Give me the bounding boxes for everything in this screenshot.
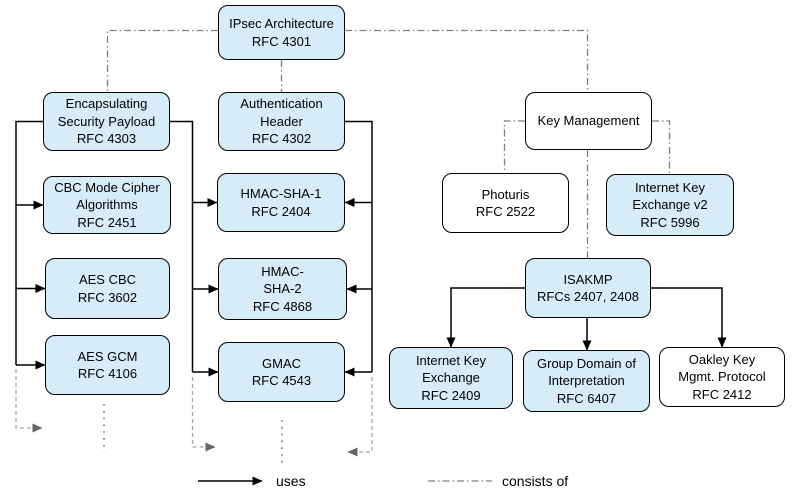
node-label: CBC Mode Cipher — [54, 179, 160, 195]
node-isakmp: ISAKMP RFCs 2407, 2408 — [525, 258, 651, 318]
legend-consists-of-label: consists of — [502, 473, 569, 489]
node-gmac: GMAC RFC 4543 — [218, 342, 345, 402]
node-label: Photuris — [481, 186, 530, 202]
node-oakley-key-mgmt-protocol: Oakley Key Mgmt. Protocol RFC 2412 — [659, 347, 785, 407]
node-label: Header — [260, 113, 303, 129]
node-label: HMAC- — [261, 263, 304, 279]
node-label: Oakley Key — [688, 351, 756, 367]
uses-arrows — [15, 120, 727, 377]
node-hmac-sha-1: HMAC-SHA-1 RFC 2404 — [217, 173, 345, 232]
node-label: RFC 2451 — [77, 214, 137, 230]
node-encapsulating-security-payload: Encapsulating Security Payload RFC 4303 — [43, 92, 170, 151]
node-aes-gcm: AES GCM RFC 4106 — [45, 335, 170, 395]
node-key-management: Key Management — [525, 92, 652, 150]
node-label: Exchange — [422, 370, 480, 386]
node-label: RFC 4303 — [76, 131, 137, 147]
node-label: RFC 6407 — [556, 390, 617, 406]
node-internet-key-exchange: Internet Key Exchange RFC 2409 — [389, 347, 513, 409]
node-internet-key-exchange-v2: Internet Key Exchange v2 RFC 5996 — [606, 174, 734, 236]
node-label: Internet Key — [634, 179, 706, 195]
node-label: IPsec Architecture — [229, 16, 334, 31]
node-label: GMAC — [262, 355, 301, 371]
node-label: RFC 2404 — [251, 203, 311, 219]
node-label: Authentication — [240, 96, 323, 112]
node-label: RFC 5996 — [640, 214, 700, 230]
node-label: Encapsulating — [65, 96, 148, 112]
node-aes-cbc: AES CBC RFC 3602 — [45, 258, 170, 319]
ellipsis-dots — [103, 404, 283, 464]
node-label: Interpretation — [548, 373, 625, 389]
node-label: RFC 4301 — [251, 33, 312, 49]
node-label: Security Payload — [57, 113, 156, 129]
node-label: Exchange v2 — [632, 197, 708, 213]
node-label: RFC 4302 — [251, 131, 312, 147]
node-label: ISAKMP — [563, 271, 613, 287]
node-label: Key Management — [537, 113, 640, 129]
node-photuris: Photuris RFC 2522 — [442, 173, 569, 233]
node-authentication-header: Authentication Header RFC 4302 — [218, 92, 345, 151]
node-label: RFC 4106 — [77, 366, 138, 381]
node-label: RFC 2522 — [475, 204, 536, 219]
consists-of-lines — [106, 29, 671, 258]
continuation-arrows — [15, 369, 373, 457]
node-label: RFC 4868 — [252, 298, 313, 314]
node-label: RFC 4543 — [251, 373, 312, 388]
node-label: RFC 3602 — [77, 289, 138, 305]
node-label: RFCs 2407, 2408 — [537, 289, 639, 304]
node-cbc-mode-cipher-algorithms: CBC Mode Cipher Algorithms RFC 2451 — [43, 176, 171, 234]
node-label: Algorithms — [76, 197, 138, 213]
node-label: SHA-2 — [263, 281, 302, 297]
node-group-domain-of-interpretation: Group Domain of Interpretation RFC 6407 — [523, 350, 650, 412]
node-label: AES CBC — [78, 272, 137, 287]
node-label: RFC 2409 — [421, 387, 481, 403]
node-label: AES GCM — [77, 348, 138, 364]
node-label: RFC 2412 — [692, 386, 752, 402]
node-ipsec-architecture: IPsec Architecture RFC 4301 — [218, 5, 345, 60]
node-label: Mgmt. Protocol — [678, 369, 766, 385]
legend-uses-label: uses — [276, 473, 306, 489]
node-label: Internet Key — [415, 352, 487, 368]
node-label: HMAC-SHA-1 — [240, 186, 322, 201]
node-hmac-sha-2: HMAC- SHA-2 RFC 4868 — [218, 258, 347, 320]
node-label: Group Domain of — [537, 355, 636, 371]
